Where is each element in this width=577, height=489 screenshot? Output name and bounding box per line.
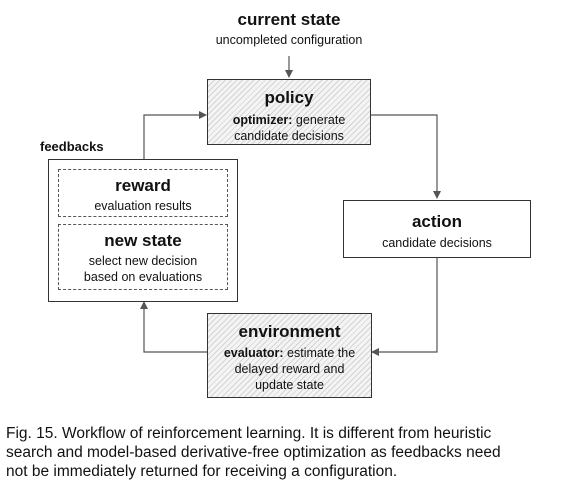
caption-line3: not be immediately returned for receivin… [6,463,398,480]
new-state-title: new state [104,231,182,250]
figure-caption: Fig. 15. Workflow of reinforcement learn… [6,424,572,481]
reward-title: reward [115,176,171,195]
policy-desc-line2: candidate decisions [234,129,344,143]
action-subtitle: candidate decisions [382,236,492,250]
arrow-environment-to-feedbacks [140,301,207,353]
environment-box: environment evaluator: estimate the dela… [207,313,372,398]
environment-desc-line1: evaluator: estimate the [208,345,371,361]
arrow-action-to-environment [371,258,438,356]
feedbacks-label: feedbacks [40,139,104,154]
environment-rest: estimate the [283,346,356,360]
new-state-box: new state select new decision based on e… [58,224,228,290]
environment-title: environment [238,322,341,341]
current-state-subtitle: uncompleted configuration [215,33,363,47]
current-state-node: current state uncompleted configuration [189,10,389,48]
action-box: action candidate decisions [343,200,531,258]
policy-box: policy optimizer: generate candidate dec… [207,79,371,145]
new-state-line2: based on evaluations [83,270,203,284]
caption-line2: search and model-based derivative-free o… [6,444,501,461]
environment-desc-line2: delayed reward and [234,362,345,376]
current-state-title: current state [237,10,341,29]
policy-title: policy [264,88,314,107]
new-state-line1: select new decision [88,254,198,268]
policy-desc-line1: optimizer: generate [208,112,370,128]
feedbacks-box: reward evaluation results new state sele… [48,159,238,302]
environment-lead: evaluator: [223,346,284,360]
policy-lead: optimizer: [232,113,293,127]
reward-subtitle: evaluation results [94,199,192,213]
reward-box: reward evaluation results [58,169,228,217]
arrow-policy-to-action [371,114,441,199]
action-title: action [411,212,463,231]
environment-desc-line3: update state [255,378,324,392]
caption-line1: Fig. 15. Workflow of reinforcement learn… [6,425,492,442]
policy-rest: generate [292,113,346,127]
arrow-feedbacks-to-policy [143,111,207,159]
